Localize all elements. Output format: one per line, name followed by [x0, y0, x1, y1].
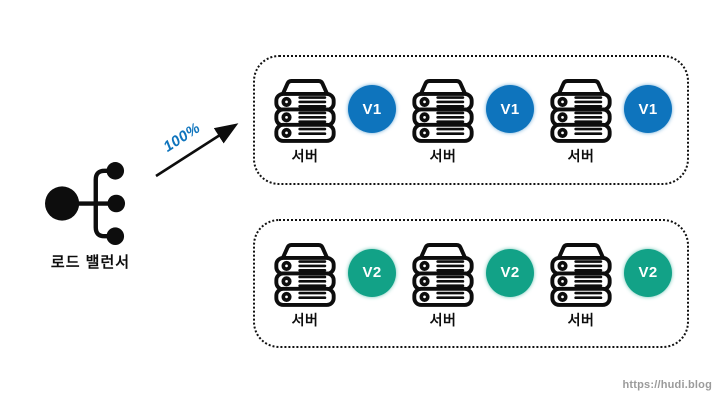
server-icon	[546, 238, 616, 308]
server-label: 서버	[291, 148, 319, 164]
watermark-url: https://hudi.blog	[622, 379, 712, 391]
server: 서버	[270, 238, 340, 330]
load-balancer-icon	[45, 162, 126, 245]
server-badge-pair: 서버 V2	[408, 238, 534, 330]
server-badge-pair: 서버 V2	[546, 238, 672, 330]
server-badge-pair: 서버 V2	[270, 238, 396, 330]
server-label: 서버	[567, 311, 595, 328]
version-badge-v1: V1	[486, 85, 534, 133]
version-badge-v1: V1	[348, 85, 396, 133]
server-label: 서버	[567, 148, 595, 164]
server-group-v1: 서버 V1 서버 V1	[253, 55, 689, 185]
server-icon	[270, 74, 340, 144]
server-label: 서버	[429, 311, 457, 328]
load-balancer-label: 로드 밸런서	[50, 254, 131, 271]
server: 서버	[270, 74, 340, 166]
server-label: 서버	[429, 148, 457, 164]
server: 서버	[546, 74, 616, 166]
version-badge-v2: V2	[348, 248, 396, 297]
server-icon	[270, 238, 340, 308]
traffic-arrow-icon	[155, 123, 239, 178]
server: 서버	[408, 74, 478, 166]
version-badge-v2: V2	[486, 248, 534, 297]
server-label: 서버	[291, 311, 319, 328]
version-badge-v1: V1	[624, 85, 672, 133]
server-badge-pair: 서버 V1	[270, 74, 396, 166]
server-badge-pair: 서버 V1	[408, 74, 534, 166]
server-icon	[408, 238, 478, 308]
server-group-v2: 서버 V2 서버 V2	[253, 219, 689, 348]
server-icon	[546, 74, 616, 144]
server-icon	[408, 74, 478, 144]
server: 서버	[408, 238, 478, 330]
server-badge-pair: 서버 V1	[546, 74, 672, 166]
version-badge-v2: V2	[624, 248, 672, 297]
server: 서버	[546, 238, 616, 330]
